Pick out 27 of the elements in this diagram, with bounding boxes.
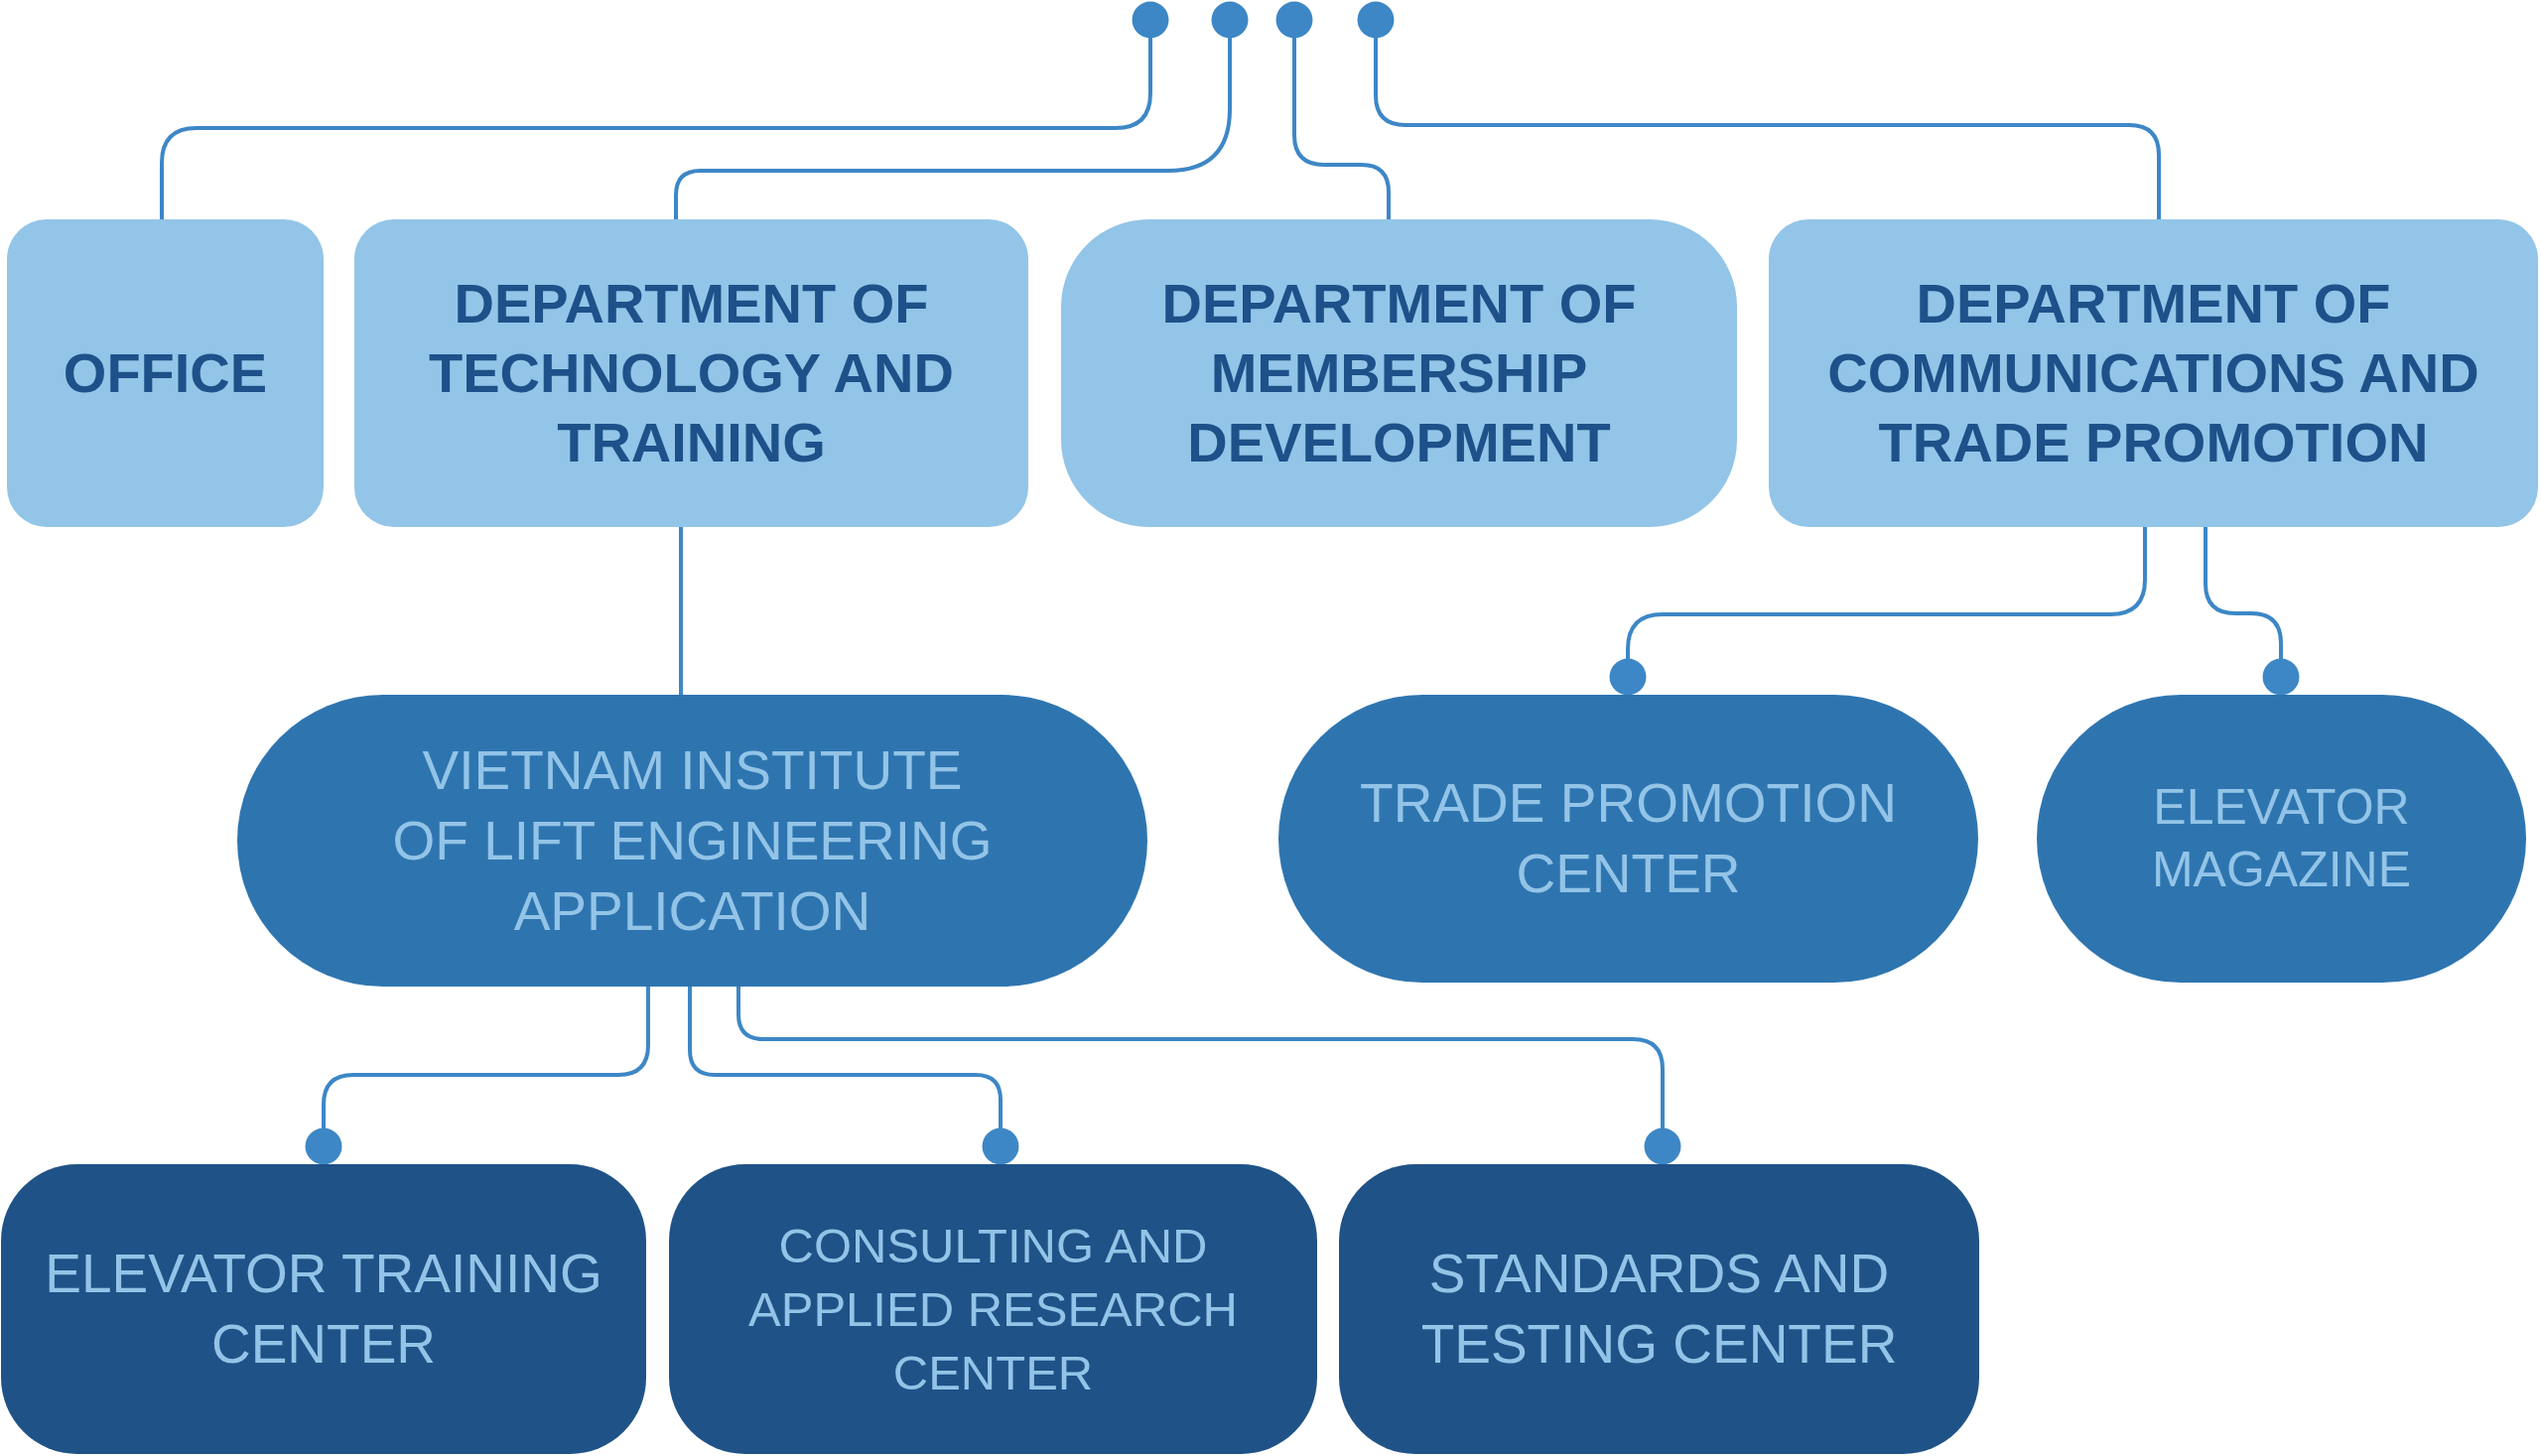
org-unit-name: DEPARTMENT OF MEMBERSHIP DEVELOPMENT bbox=[1160, 271, 1638, 475]
department-box bbox=[1769, 219, 2538, 527]
connector-line bbox=[305, 987, 650, 1165]
connector-line bbox=[688, 987, 1019, 1165]
center-box bbox=[669, 1164, 1317, 1454]
connector-line bbox=[1275, 1, 1391, 219]
org-unit-name: STANDARDS AND TESTING CENTER bbox=[1419, 1242, 1899, 1377]
org-unit-name: OFFICE bbox=[63, 340, 268, 406]
connector-line bbox=[160, 1, 1169, 219]
connector-line bbox=[674, 1, 1249, 219]
connector-line bbox=[736, 987, 1681, 1165]
department-box bbox=[7, 219, 324, 527]
department-box bbox=[1061, 219, 1737, 527]
org-unit-name: ELEVATOR MAGAZINE bbox=[2150, 778, 2413, 899]
connector-line bbox=[1357, 1, 2161, 219]
center-box bbox=[1339, 1164, 1979, 1454]
org-unit-name: VIETNAM INSTITUTE OF LIFT ENGINEERING APPLICATION bbox=[391, 737, 994, 944]
connector-line bbox=[2204, 527, 2300, 696]
org-unit-name: DEPARTMENT OF TECHNOLOGY AND TRAINING bbox=[428, 271, 955, 475]
org-unit-name: ELEVATOR TRAINING CENTER bbox=[44, 1242, 603, 1377]
center-box bbox=[1, 1164, 646, 1454]
department-box bbox=[354, 219, 1028, 527]
org-unit-name: TRADE PROMOTION CENTER bbox=[1359, 771, 1898, 906]
org-unit-name: DEPARTMENT OF COMMUNICATIONS AND TRADE PROMOTION bbox=[1826, 271, 2480, 475]
org-unit-name: CONSULTING AND APPLIED RESEARCH CENTER bbox=[747, 1218, 1239, 1401]
connector-line bbox=[679, 527, 683, 695]
connector-line bbox=[1609, 527, 2147, 696]
